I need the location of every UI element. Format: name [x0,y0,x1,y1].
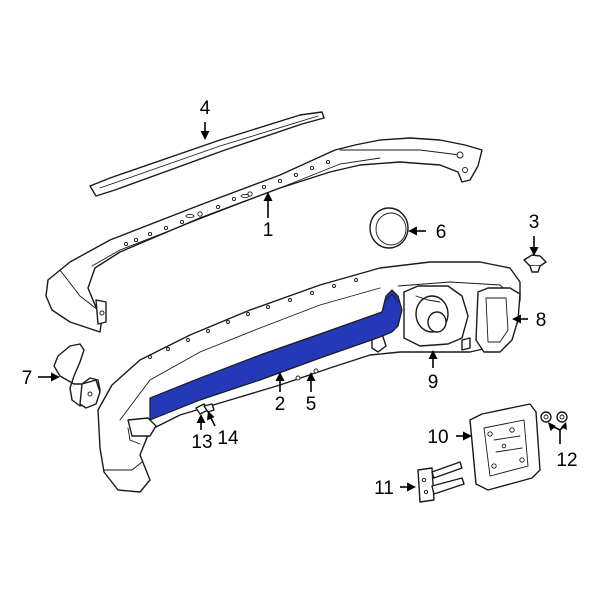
part-7-end-cap [53,343,101,409]
part-12-nuts [540,411,568,423]
part-1-bumper-bar [45,137,483,333]
callout-14: 14 [207,411,239,449]
part-4-upper-strip [89,111,325,197]
part-10-license-bracket [469,403,541,491]
part-3-push-clip [523,254,547,273]
part-9-lamp-housing [403,285,471,351]
callout-5: 5 [306,372,317,415]
callout-6: 6 [408,222,446,243]
callout-1: 1 [263,192,274,241]
callout-label-12: 12 [556,450,577,471]
callout-11: 11 [374,478,416,499]
callout-10: 10 [427,427,472,448]
callout-2: 2 [275,372,286,415]
callout-9: 9 [428,350,439,393]
callout-label-6: 6 [436,222,447,243]
part-13-14-fasteners [195,403,215,415]
callout-label-2: 2 [275,394,286,415]
callout-label-1: 1 [263,220,274,241]
callout-label-4: 4 [200,98,211,119]
callout-label-8: 8 [536,310,547,331]
part-2-highlighted-insert [149,289,403,421]
callout-label-11: 11 [374,478,394,499]
part-11-mounting-bracket [417,461,465,503]
callout-label-5: 5 [306,394,317,415]
callout-13: 13 [191,414,213,453]
callout-8: 8 [512,310,546,331]
callout-4: 4 [200,98,211,140]
highlighted-insert-strip [149,289,403,421]
part-8-end-bracket [475,287,521,353]
callout-label-9: 9 [428,372,439,393]
callout-7: 7 [22,368,60,389]
part-6-round-cap [369,207,409,249]
callout-label-7: 7 [22,368,33,389]
callout-label-10: 10 [427,427,448,448]
callout-3: 3 [529,212,540,256]
callout-label-14: 14 [217,428,239,449]
callout-label-3: 3 [529,212,540,233]
callout-12: 12 [548,422,578,471]
callout-label-13: 13 [191,432,212,453]
